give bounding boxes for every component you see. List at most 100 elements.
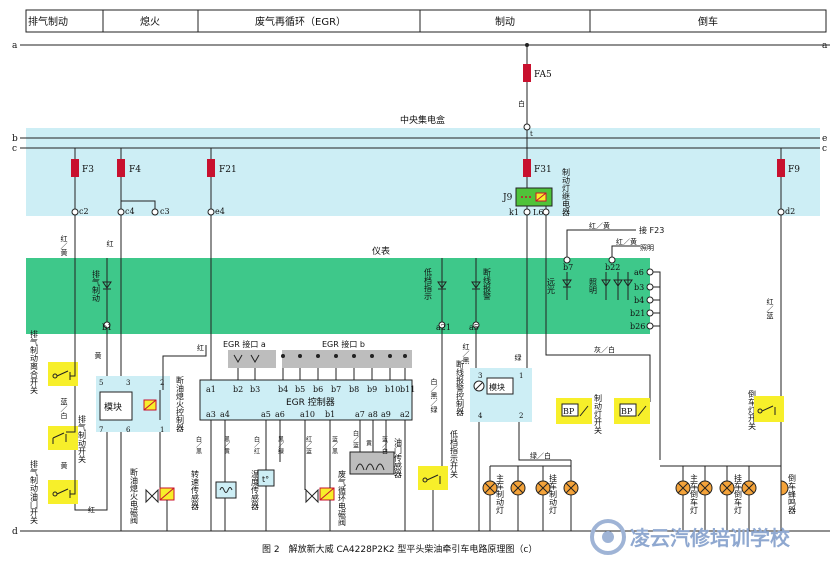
pin-b1-label: b1 — [102, 323, 112, 332]
pin-t-label: t — [530, 130, 533, 138]
instrument-right-pins: a6 b3 b4 b21 b26 — [630, 268, 661, 460]
pin-c2-label: c2 — [79, 207, 89, 216]
egr-port-b-pin-1 — [298, 354, 302, 358]
exhaust-throttle-switch — [48, 480, 78, 504]
f23-label: 接 F23 — [639, 225, 664, 235]
egr-bottom-pin-a3: a3 — [206, 410, 216, 419]
brake-alarm-ctrl-label: 断线报警控制器 — [456, 359, 465, 417]
fuse-f3-label: F3 — [82, 165, 94, 175]
wire-white-blue-label: 白／蓝 — [352, 429, 359, 448]
rail-a-label: a — [12, 41, 18, 51]
wire-white-red-label: 白／红 — [253, 435, 260, 454]
exhaust-brake-switches: 排气制动离合开关 蓝／白 排气制动开关 排气制动油门开关 黄 红 — [30, 329, 108, 525]
lighting-label: 照明 — [640, 244, 654, 252]
egr-bottom-pin-a2: a2 — [400, 410, 410, 419]
pin-a6-label: a6 — [634, 268, 644, 277]
indicator-exhaust-brake-label: 排气制动 — [92, 269, 101, 303]
wire-black-yellow-label: 黑／黄 — [223, 436, 230, 455]
alarm-pin-3: 3 — [478, 372, 482, 380]
egr-top-pin-a1: a1 — [206, 385, 216, 394]
module-pin-3: 3 — [126, 379, 130, 387]
reverse-lamps — [675, 466, 789, 531]
relay-brake-light-label: 制动灯继电器 — [562, 167, 571, 217]
egr-top-pin-b8: b8 — [349, 385, 359, 394]
throttle-sensor-label: 油门传感器 — [394, 437, 403, 479]
egr-top-pin-b10: b10 — [385, 385, 400, 394]
indicator-high-beam-label: 远光 — [547, 278, 556, 295]
wire-red-blue-label-2: 红／蓝 — [766, 297, 774, 319]
pin-b22-label: b22 — [605, 263, 620, 272]
wire-red-yellow-label-1: 红／黄 — [60, 234, 68, 257]
egr-controller-box — [199, 379, 413, 421]
egr-port-b-pin-5 — [370, 354, 374, 358]
fuse-fa5 — [523, 64, 531, 82]
fuse-f21 — [207, 159, 215, 177]
wire-red-blue-label: 红／蓝 — [305, 435, 312, 454]
pin-l6-label: L6 — [533, 208, 543, 217]
fa5-branch: FA5 白 t — [518, 43, 552, 148]
egr-port-b-pin-7 — [403, 354, 407, 358]
trailer-reverse-lamp-label: 挂车倒车灯 — [734, 473, 743, 515]
wire-blue-black-label: 蓝／黑 — [331, 435, 338, 455]
pin-a21-label: a21 — [436, 323, 451, 332]
pin-c4-label: c4 — [125, 207, 135, 216]
pin-b7-label: b7 — [563, 263, 573, 272]
egr-port-a-label: EGR 接口 a — [223, 339, 266, 349]
wire-red-label-2: 红 — [88, 505, 95, 514]
low-gear-switch-label: 低档指示开关 — [450, 429, 459, 479]
indicator-brake-alarm-label: 断线报警 — [483, 267, 492, 301]
egr-bottom-pin-a5: a5 — [261, 410, 271, 419]
egr-top-pin-b5: b5 — [295, 385, 305, 394]
module-pin-2: 2 — [160, 379, 164, 387]
wire-red-yellow-label-3: 红／黄 — [616, 237, 637, 246]
egr-top-pin-b6: b6 — [313, 385, 323, 394]
reverse-circuit: 红／蓝 倒车灯开关 主车倒车灯 挂车倒车灯 倒车蜂鸣器 — [660, 215, 797, 531]
header-section-reverse: 倒车 — [698, 15, 718, 28]
module-pin-7: 7 — [99, 426, 103, 434]
brake-lamp-3 — [535, 466, 551, 531]
brake-alarm-controller — [470, 368, 532, 422]
watermark-text: 凌云汽修培训学校 — [630, 526, 791, 550]
power-rails: a b c d a e c — [12, 41, 830, 537]
egr-port-b-pin-2 — [316, 354, 320, 358]
header-section-flameout: 熄火 — [140, 15, 160, 28]
wire-green-label: 绿 — [514, 353, 522, 361]
wire-white-black-label: 白／黑 — [195, 435, 202, 455]
reverse-lamp-1 — [675, 466, 691, 531]
egr-top-pin-b7: b7 — [331, 385, 341, 394]
flameout-module: 黄 5 3 2 7 6 1 模块 红 断油熄火控制器 断油熄火电磁阀 — [94, 328, 207, 531]
pin-a5-label: a5 — [469, 323, 479, 332]
instrument-zone — [26, 258, 650, 334]
brake-lamps — [482, 460, 579, 531]
pin-e4-label: e4 — [215, 207, 225, 216]
pin-b21-label: b21 — [630, 309, 645, 318]
fuse-f9 — [777, 159, 785, 177]
alarm-pin-1: 1 — [519, 372, 523, 380]
main-reverse-lamp-label: 主车倒车灯 — [690, 473, 699, 515]
brake-lamp-2 — [510, 466, 526, 531]
pin-b3-label: b3 — [634, 283, 644, 292]
pin-k1-label: k1 — [509, 208, 519, 217]
pin-b4-label: b4 — [634, 296, 644, 305]
indicator-low-gear-label: 低档指示 — [424, 267, 433, 300]
fuse-f31-label: F31 — [534, 165, 552, 175]
module-label: 模块 — [104, 401, 122, 413]
egr-bottom-pin-b1: b1 — [325, 410, 335, 419]
header-section-brake: 制动 — [495, 15, 515, 28]
egr-bottom-pin-a10: a10 — [300, 410, 315, 419]
egr-port-b-pin-6 — [388, 354, 392, 358]
header-section-egr: 废气再循环（EGR） — [255, 15, 346, 28]
fuse-f4-label: F4 — [129, 165, 141, 175]
wire-red-black-label: 红／黑 — [462, 342, 470, 365]
alarm-pin-4: 4 — [478, 412, 483, 420]
brake-lamp-1 — [482, 466, 498, 531]
reverse-switch-label: 倒车灯开关 — [748, 389, 757, 431]
low-gear-and-alarm: 白／黑／绿 低档指示开关 红／黑 3 1 4 2 模块 断线报警控制器 绿 — [418, 215, 532, 531]
reverse-buzzer-label: 倒车蜂鸣器 — [788, 473, 797, 515]
brake-light-switch-label: 制动灯开关 — [594, 393, 603, 435]
reverse-lamp-2 — [697, 466, 713, 531]
egr-port-a-pin-0 — [233, 354, 243, 364]
